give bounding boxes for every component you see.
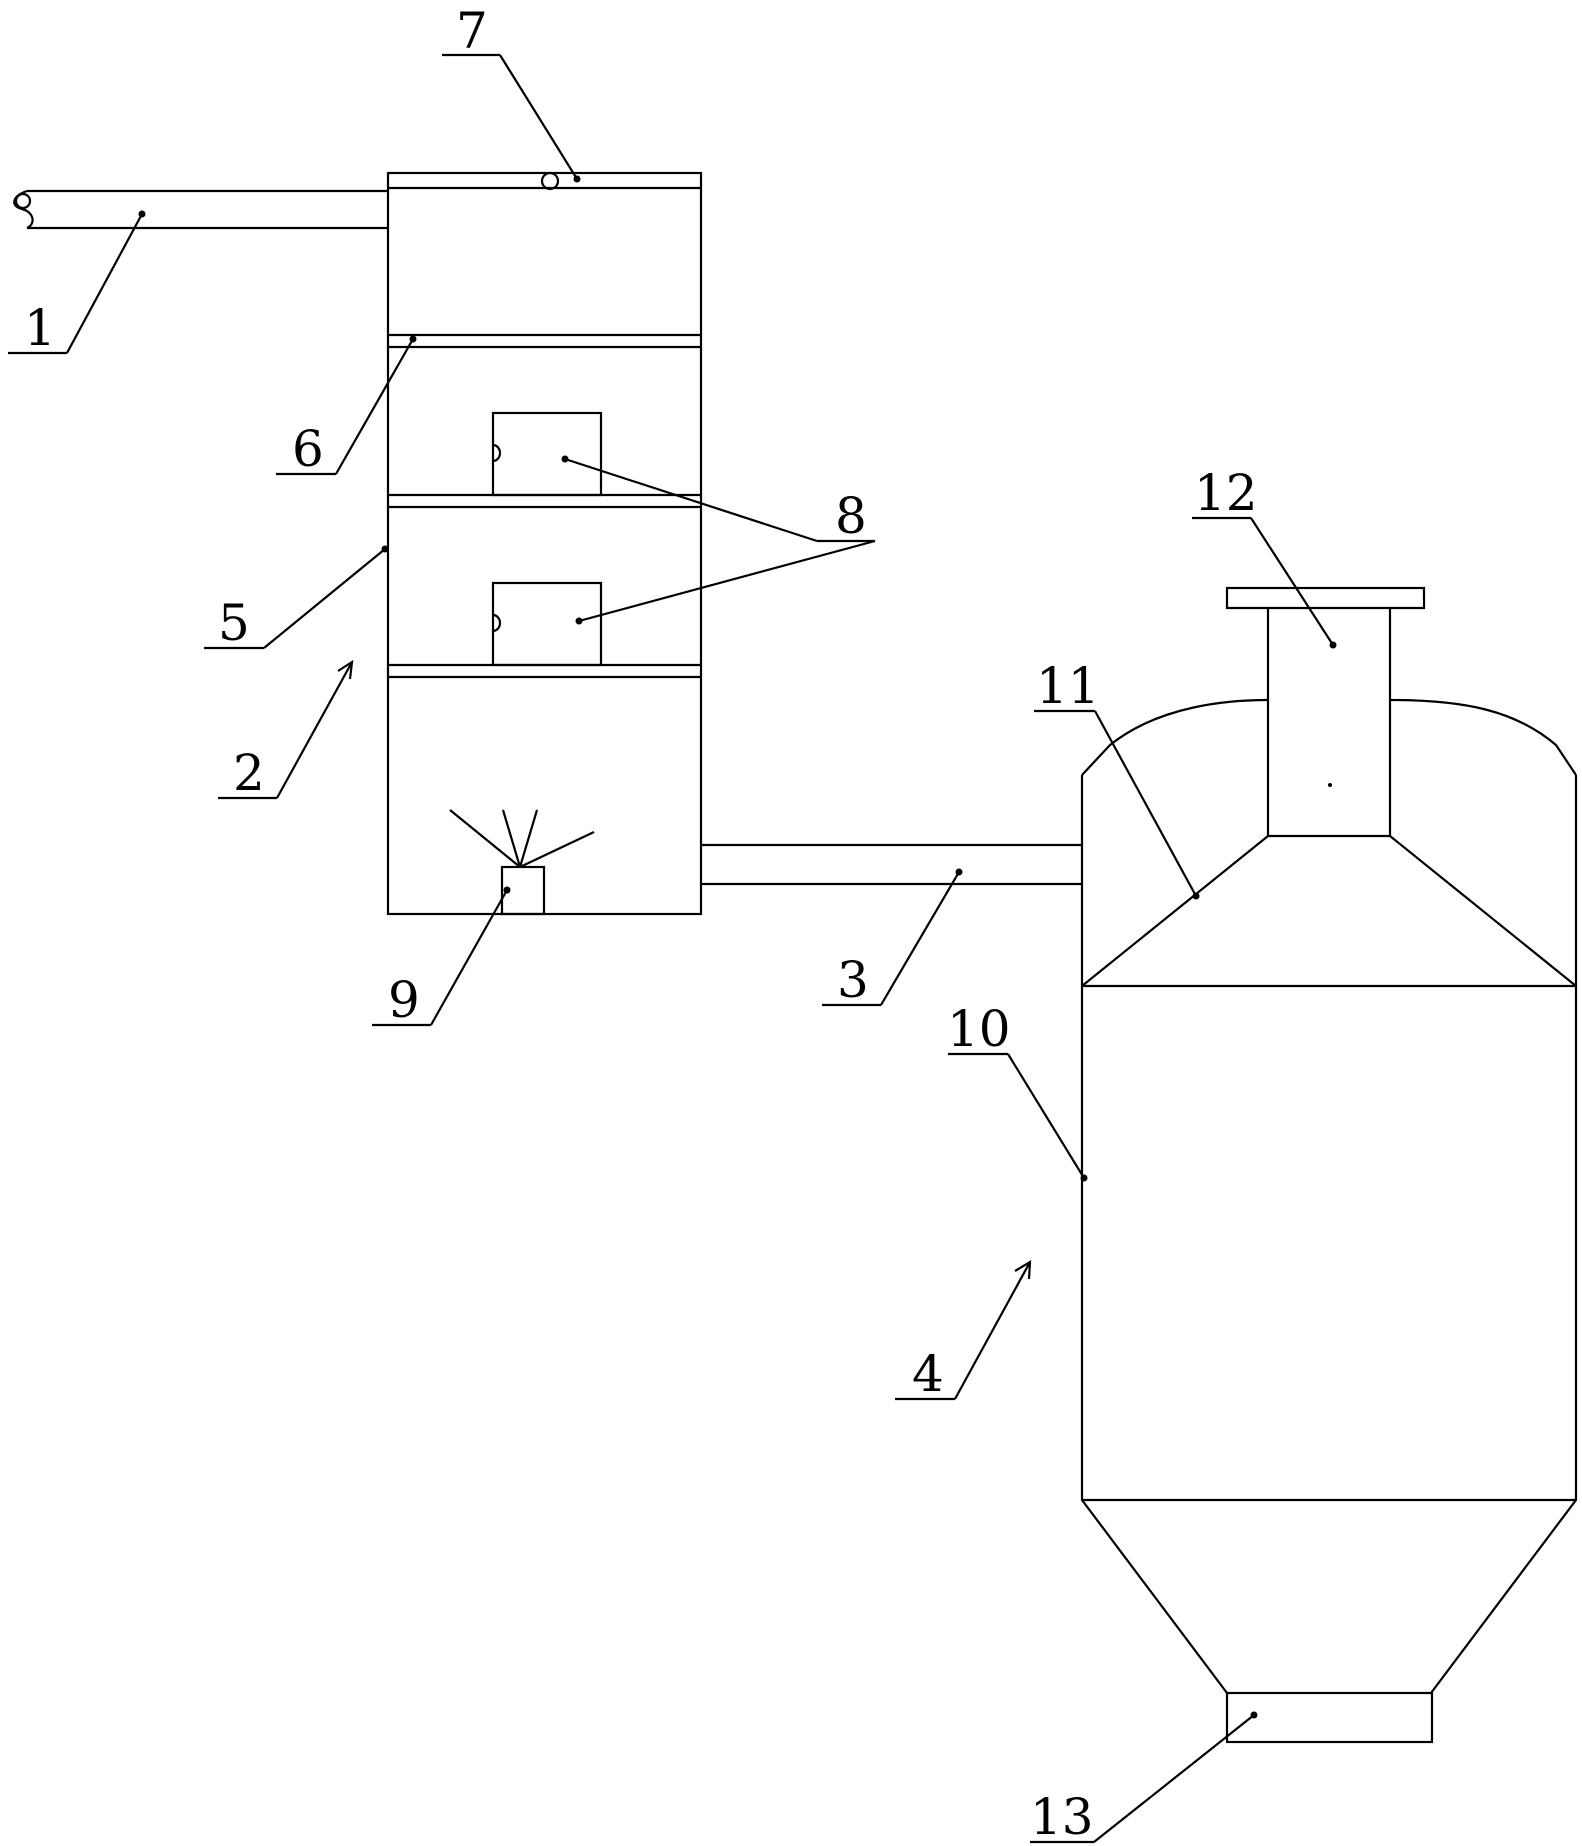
vessel-body <box>1080 698 1578 1694</box>
connecting-pipe <box>701 843 1082 886</box>
label-10: 10 <box>947 1000 1011 1058</box>
label-6: 6 <box>292 420 324 478</box>
bottom-outlet <box>1225 1691 1434 1744</box>
label-5: 5 <box>218 594 250 652</box>
tower-body <box>386 171 703 916</box>
label-2: 2 <box>233 744 265 802</box>
label-1: 1 <box>24 299 56 357</box>
part-labels: 1 7 6 8 5 2 9 3 11 12 10 4 13 <box>24 2 1258 1846</box>
spray-nozzle <box>449 809 595 916</box>
label-4: 4 <box>912 1345 944 1403</box>
inlet-pipe <box>13 189 388 230</box>
label-7: 7 <box>456 2 488 60</box>
top-outlet-pipe <box>1225 586 1426 836</box>
tray-box-lower <box>491 581 603 667</box>
label-8: 8 <box>835 487 867 545</box>
tray-box-upper <box>491 411 603 497</box>
label-12: 12 <box>1194 464 1258 522</box>
label-11: 11 <box>1036 657 1100 715</box>
label-9: 9 <box>388 971 420 1029</box>
label-3: 3 <box>837 951 869 1009</box>
label-13: 13 <box>1030 1788 1094 1846</box>
leader-lines <box>8 53 1337 1844</box>
top-nozzle-icon <box>540 171 560 191</box>
